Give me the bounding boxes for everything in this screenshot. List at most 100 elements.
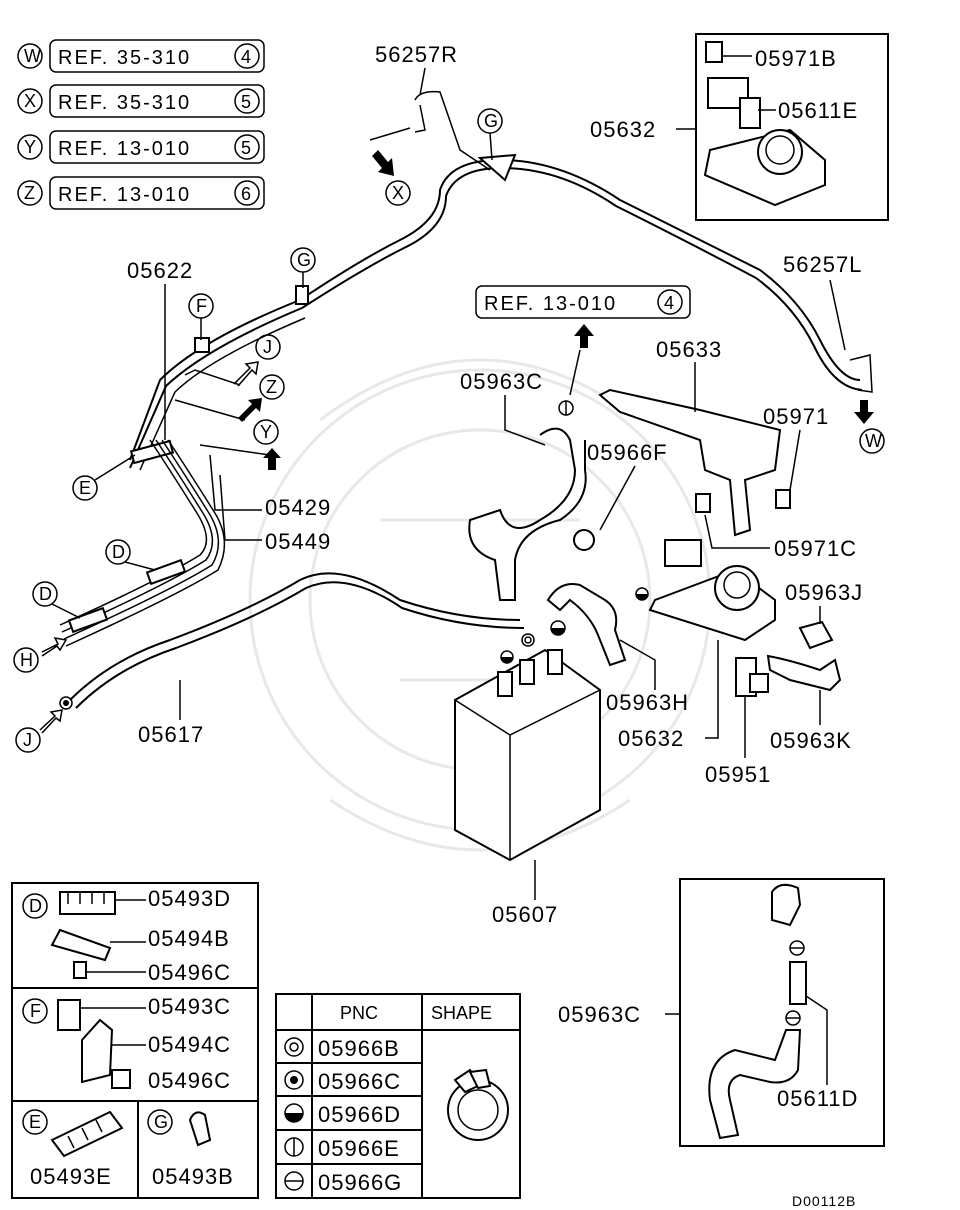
tube-routing	[59, 90, 873, 709]
pnc-table: PNC SHAPE 05966B 05966C 05966D 05966E 05…	[275, 993, 521, 1199]
clip-group-d: D 05493D 05494B 05496C	[22, 886, 231, 985]
dot-circle-icon	[284, 1070, 304, 1090]
clip-group-e: E 05493E	[22, 1109, 124, 1189]
svg-text:REF. 13-010: REF. 13-010	[484, 293, 617, 315]
svg-text:05966B: 05966B	[318, 1036, 400, 1061]
svg-text:Z: Z	[24, 183, 35, 203]
inset-top-right: 05971B 05611E 05632	[590, 33, 889, 221]
legend-05493E[interactable]: 05493E	[30, 1164, 112, 1189]
label-05966F[interactable]: 05966F	[587, 440, 668, 465]
svg-text:D: D	[112, 542, 125, 562]
ref-center[interactable]: REF. 13-010 4	[475, 285, 691, 348]
svg-text:J: J	[263, 337, 272, 357]
svg-text:05966G: 05966G	[318, 1170, 402, 1195]
svg-text:REF. 13-010: REF. 13-010	[58, 184, 191, 206]
inset-bottom-right: 05963C 05611D	[558, 878, 885, 1147]
legend-05496C-f[interactable]: 05496C	[148, 1068, 231, 1093]
label-05611E[interactable]: 05611E	[778, 98, 858, 123]
marker-e[interactable]: E	[72, 454, 136, 501]
ref-z[interactable]: Z REF. 13-010 6	[17, 176, 265, 210]
pnc-row-05966C[interactable]: 05966C	[284, 1069, 401, 1094]
svg-text:G: G	[484, 111, 498, 131]
label-05449[interactable]: 05449	[265, 529, 331, 554]
svg-text:REF. 35-310: REF. 35-310	[58, 47, 191, 69]
svg-text:4: 4	[664, 293, 674, 313]
clip-group-g: G 05493B	[147, 1109, 234, 1189]
legend-05493D[interactable]: 05493D	[148, 886, 231, 911]
label-56257R[interactable]: 56257R	[375, 42, 458, 67]
double-circle-icon	[284, 1037, 304, 1057]
pnc-row-05966E[interactable]: 05966E	[284, 1136, 400, 1161]
drawing-code: D00112B	[792, 1193, 856, 1209]
marker-z[interactable]: Z	[238, 374, 285, 422]
svg-text:5: 5	[241, 92, 251, 112]
svg-text:E: E	[79, 478, 91, 498]
marker-d-lower[interactable]: D	[32, 581, 81, 619]
svg-text:W: W	[24, 46, 41, 66]
ref-y[interactable]: Y REF. 13-010 5	[17, 130, 265, 164]
label-05622[interactable]: 05622	[127, 258, 193, 283]
marker-d-upper[interactable]: D	[105, 539, 156, 571]
svg-text:E: E	[29, 1112, 41, 1132]
label-05611D[interactable]: 05611D	[777, 1086, 858, 1111]
label-05971[interactable]: 05971	[763, 404, 829, 429]
svg-text:4: 4	[241, 47, 251, 67]
label-05963H[interactable]: 05963H	[606, 690, 689, 715]
svg-text:05966C: 05966C	[318, 1069, 401, 1094]
marker-x[interactable]: X	[369, 127, 411, 206]
label-56257L[interactable]: 56257L	[783, 252, 862, 277]
label-05963C[interactable]: 05963C	[460, 369, 543, 394]
canister-area: 05633 05971 05971C 05632 05963C 05966F 0…	[454, 337, 863, 927]
svg-text:X: X	[392, 183, 404, 203]
svg-text:X: X	[24, 91, 36, 111]
label-05951[interactable]: 05951	[705, 762, 771, 787]
svg-text:6: 6	[241, 184, 251, 204]
marker-j-upper[interactable]: J	[233, 334, 281, 387]
svg-text:Z: Z	[266, 377, 277, 397]
svg-text:D: D	[29, 896, 42, 916]
svg-text:REF. 35-310: REF. 35-310	[58, 92, 191, 114]
legend-05493C[interactable]: 05493C	[148, 994, 231, 1019]
label-05963K[interactable]: 05963K	[770, 728, 852, 753]
label-05632-inset[interactable]: 05632	[590, 117, 656, 142]
svg-text:G: G	[297, 250, 311, 270]
label-05617[interactable]: 05617	[138, 722, 204, 747]
legend-05494C[interactable]: 05494C	[148, 1032, 231, 1057]
label-05971C[interactable]: 05971C	[774, 536, 857, 561]
svg-text:REF. 13-010: REF. 13-010	[58, 138, 191, 160]
label-05632[interactable]: 05632	[618, 726, 684, 751]
marker-h[interactable]: H	[13, 636, 68, 673]
legend-05494B[interactable]: 05494B	[148, 926, 230, 951]
svg-text:Y: Y	[260, 422, 272, 442]
marker-y[interactable]: Y	[253, 419, 281, 470]
label-05607[interactable]: 05607	[492, 902, 558, 927]
pnc-header: PNC	[340, 1003, 378, 1023]
pnc-row-05966G[interactable]: 05966G	[284, 1170, 402, 1195]
ref-w[interactable]: W REF. 35-310 4	[17, 39, 265, 73]
marker-f[interactable]: F	[188, 293, 214, 340]
shape-header: SHAPE	[431, 1003, 492, 1023]
label-05633[interactable]: 05633	[656, 337, 722, 362]
label-05971B[interactable]: 05971B	[755, 46, 837, 71]
marker-g-top[interactable]: G	[477, 108, 503, 161]
ref-legend: W REF. 35-310 4 X REF. 35-310 5 Y REF. 1…	[17, 39, 265, 210]
clips-legend: D 05493D 05494B 05496C F 05493C 05494C 0…	[11, 882, 259, 1199]
legend-05493B[interactable]: 05493B	[152, 1164, 234, 1189]
label-05963C-inset[interactable]: 05963C	[558, 1002, 641, 1027]
marker-j-lower[interactable]: J	[15, 696, 73, 753]
svg-text:D: D	[39, 584, 52, 604]
ref-x[interactable]: X REF. 35-310 5	[17, 84, 265, 118]
pnc-row-05966D[interactable]: 05966D	[284, 1102, 401, 1127]
svg-text:05966E: 05966E	[318, 1136, 400, 1161]
label-05429[interactable]: 05429	[265, 495, 331, 520]
label-05963J[interactable]: 05963J	[785, 580, 863, 605]
pnc-row-05966B[interactable]: 05966B	[284, 1036, 400, 1061]
svg-text:H: H	[20, 650, 33, 670]
legend-05496C-d[interactable]: 05496C	[148, 960, 231, 985]
marker-w[interactable]: W	[854, 400, 885, 454]
svg-text:G: G	[154, 1112, 168, 1132]
svg-text:5: 5	[241, 138, 251, 158]
marker-g-mid[interactable]: G	[290, 247, 316, 288]
svg-text:05966D: 05966D	[318, 1102, 401, 1127]
